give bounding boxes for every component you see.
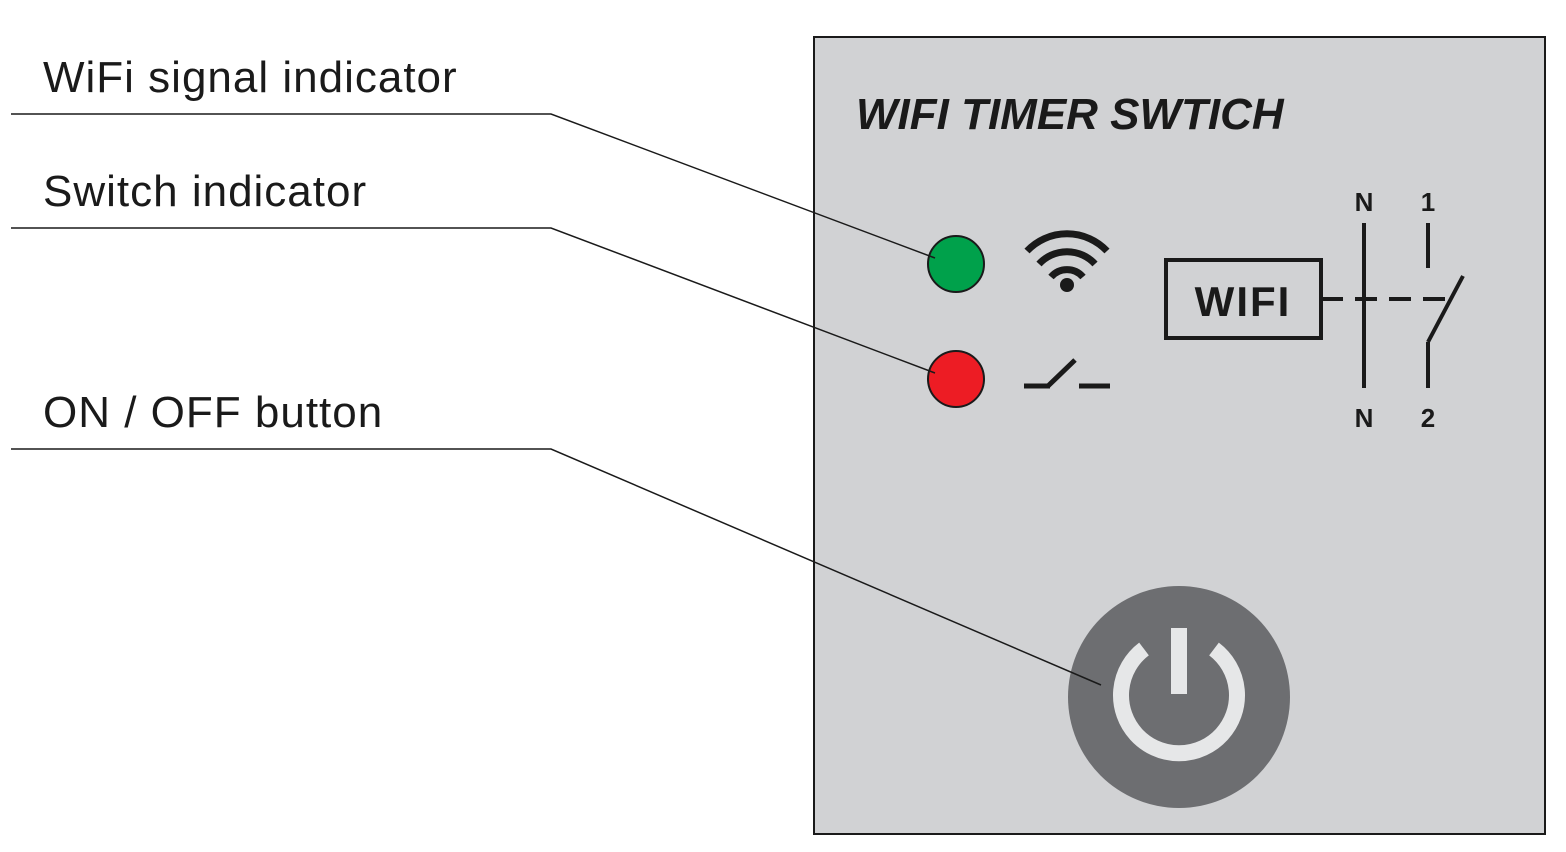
leader-line-wifi-signal <box>11 113 936 259</box>
circuit-wiring <box>1321 223 1465 388</box>
switch-led <box>927 350 985 408</box>
terminal-n-bottom: N <box>1355 403 1374 433</box>
terminal-2: 2 <box>1421 403 1435 433</box>
wifi-relay-box-label: WIFI <box>1195 278 1292 325</box>
wifi-signal-icon <box>1024 230 1110 292</box>
wifi-signal-led <box>927 235 985 293</box>
terminal-n-top: N <box>1355 187 1374 217</box>
leader-line-switch <box>11 227 936 374</box>
switch-symbol-icon <box>1024 358 1110 389</box>
terminal-1: 1 <box>1421 187 1435 217</box>
callout-on-off-button: ON / OFF button <box>43 388 383 437</box>
callout-switch-indicator: Switch indicator <box>43 167 367 216</box>
device-title: WIFI TIMER SWTICH <box>856 90 1285 139</box>
power-button[interactable] <box>1068 586 1290 808</box>
callout-wifi-signal-indicator: WiFi signal indicator <box>43 53 458 102</box>
leader-line-on-off <box>11 448 1102 686</box>
power-icon <box>1113 628 1245 762</box>
